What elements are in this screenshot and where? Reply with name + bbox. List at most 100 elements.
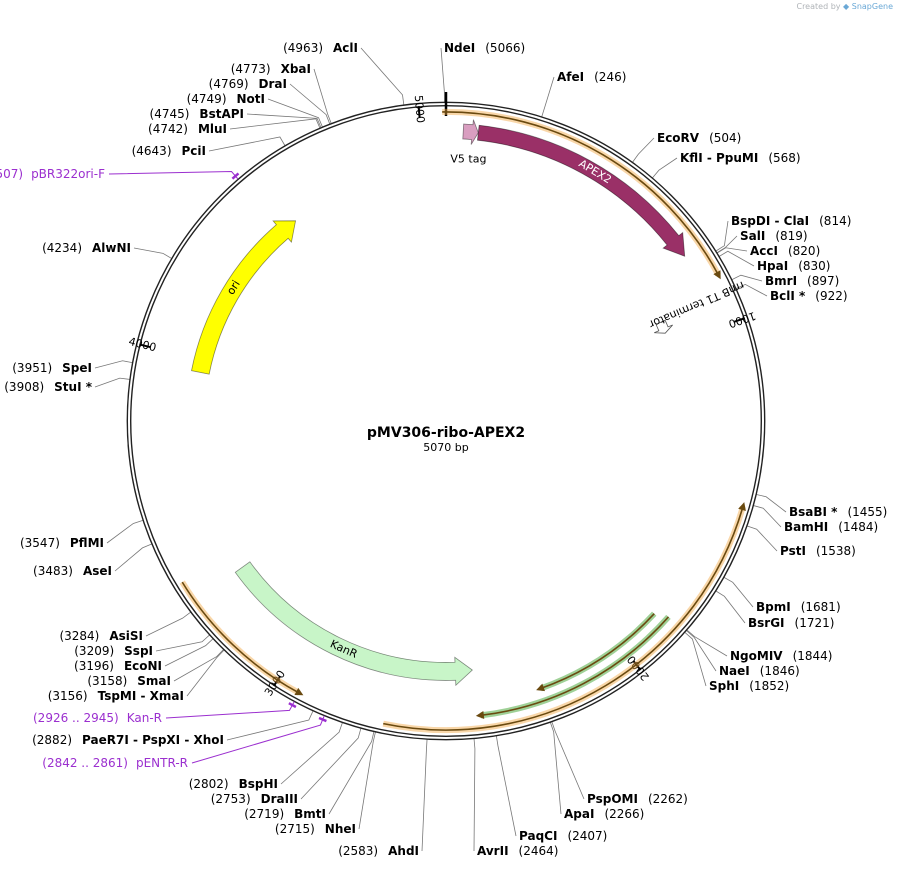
site-label: AfeI(246) xyxy=(557,70,626,84)
site-leader-line xyxy=(719,250,755,267)
scale-tick-label: 5000 xyxy=(412,95,427,124)
site-name: SspI xyxy=(124,644,153,658)
site-label: NdeI(5066) xyxy=(444,41,525,55)
site-leader-line xyxy=(495,735,517,837)
site-name: DraI xyxy=(259,77,287,91)
site-name: MluI xyxy=(198,122,227,136)
site-leader-line xyxy=(715,590,746,624)
site-label: BmrI(897) xyxy=(765,274,839,288)
thin-feature-arrowhead xyxy=(475,711,485,719)
site-leader-line xyxy=(94,360,133,369)
site-position: (4742) xyxy=(148,122,188,136)
site-position: (3483) xyxy=(33,564,73,578)
site-name: SphI xyxy=(709,679,739,693)
brand-product: SnapGene xyxy=(851,2,893,11)
primer-label: (2926 .. 2945)Kan-R xyxy=(33,711,162,725)
site-name: AlwNI xyxy=(92,241,131,255)
site-label: (3483) AseI xyxy=(33,564,112,578)
site-position: (4745) xyxy=(150,107,190,121)
thin-feature-line xyxy=(442,111,720,276)
snapgene-logo-icon: ◆ xyxy=(843,2,850,11)
site-label: BclI *(922) xyxy=(770,289,848,303)
site-name: EcoRV xyxy=(657,131,700,145)
site-name: ApaI xyxy=(564,807,594,821)
site-label: (4963) AclI xyxy=(283,41,358,55)
site-position: (2882) xyxy=(32,733,72,747)
site-leader-line xyxy=(133,247,172,259)
site-leader-line xyxy=(246,113,322,128)
site-name: AclI xyxy=(333,41,358,55)
site-position: (897) xyxy=(807,274,839,288)
site-position: (3209) xyxy=(74,644,114,658)
site-position: (1844) xyxy=(793,649,833,663)
primer-marker xyxy=(318,716,327,723)
site-position: (3908) xyxy=(4,380,44,394)
scale-tick-label: 4000 xyxy=(127,335,157,354)
site-position: (3951) xyxy=(12,361,52,375)
site-position: (504) xyxy=(709,131,741,145)
scale-tick xyxy=(139,343,151,349)
feature-arrow-apex2 xyxy=(477,124,686,257)
scale-tick xyxy=(417,106,421,118)
site-leader-line xyxy=(267,98,323,128)
site-leader-line xyxy=(747,525,778,552)
primer-label: (4488 .. 4507)pBR322ori-F xyxy=(0,167,105,181)
site-label: (3158)SmaI xyxy=(87,674,171,688)
site-label: (4742) MluI xyxy=(148,122,227,136)
site-name: BspHI xyxy=(239,777,278,791)
site-leader-line xyxy=(229,118,321,130)
scale-tick xyxy=(272,676,281,687)
feature-arrow-ori xyxy=(191,220,297,375)
site-name: SpeI xyxy=(62,361,92,375)
thin-feature-line xyxy=(540,613,655,690)
site-position: (2464) xyxy=(519,844,559,858)
site-position: (814) xyxy=(819,214,851,228)
site-position: (3158) xyxy=(87,674,127,688)
site-label: (2719)BmtI xyxy=(244,807,326,821)
snapgene-brand: Created by ◆ SnapGene xyxy=(796,2,893,11)
site-label: (3196)EcoNI xyxy=(74,659,162,673)
site-name: PflMI xyxy=(70,536,104,550)
site-name: PstI xyxy=(780,544,806,558)
site-name: PaeR7I - PspXI - XhoI xyxy=(82,733,224,747)
site-name: AfeI xyxy=(557,70,584,84)
site-leader-line xyxy=(360,47,405,105)
site-name: HpaI xyxy=(757,259,788,273)
site-name: BsaBI * xyxy=(789,505,838,519)
site-position: (2262) xyxy=(648,792,688,806)
site-label: (4745)BstAPI xyxy=(150,107,244,121)
site-leader-line xyxy=(686,630,717,672)
site-position: (820) xyxy=(788,244,820,258)
site-name: PaqCI xyxy=(519,829,557,843)
site-leader-line xyxy=(421,739,428,852)
site-name: KflI - PpuMI xyxy=(680,151,758,165)
primer-name: pBR322ori-F xyxy=(31,167,105,181)
site-position: (819) xyxy=(775,229,807,243)
site-name: BsrGI xyxy=(748,616,785,630)
site-label: AccI(820) xyxy=(750,244,820,258)
feature-arrow-rrnb-t1-terminator xyxy=(654,319,673,334)
site-name: BspDI - ClaI xyxy=(731,214,809,228)
site-label: HpaI(830) xyxy=(757,259,830,273)
site-position: (1846) xyxy=(760,664,800,678)
feature-label: ori xyxy=(224,278,243,297)
site-name: BmtI xyxy=(294,807,326,821)
site-position: (568) xyxy=(768,151,800,165)
site-label: (4643)PciI xyxy=(132,144,206,158)
site-label: NaeI(1846) xyxy=(719,664,800,678)
site-name: AseI xyxy=(83,564,112,578)
site-position: (1852) xyxy=(749,679,789,693)
site-position: (1455) xyxy=(847,505,887,519)
site-leader-line xyxy=(753,505,782,528)
site-position: (4963) xyxy=(283,41,323,55)
primer-range: (2842 .. 2861) xyxy=(42,756,128,770)
site-label: ApaI(2266) xyxy=(564,807,644,821)
primer-label: (2842 .. 2861)pENTR-R xyxy=(42,756,188,770)
site-label: PspOMI(2262) xyxy=(587,792,688,806)
site-label: BsaBI * (1455) xyxy=(789,505,887,519)
site-name: BclI * xyxy=(770,289,806,303)
site-leader-line xyxy=(94,377,130,388)
site-position: (1484) xyxy=(838,520,878,534)
site-position: (1538) xyxy=(816,544,856,558)
